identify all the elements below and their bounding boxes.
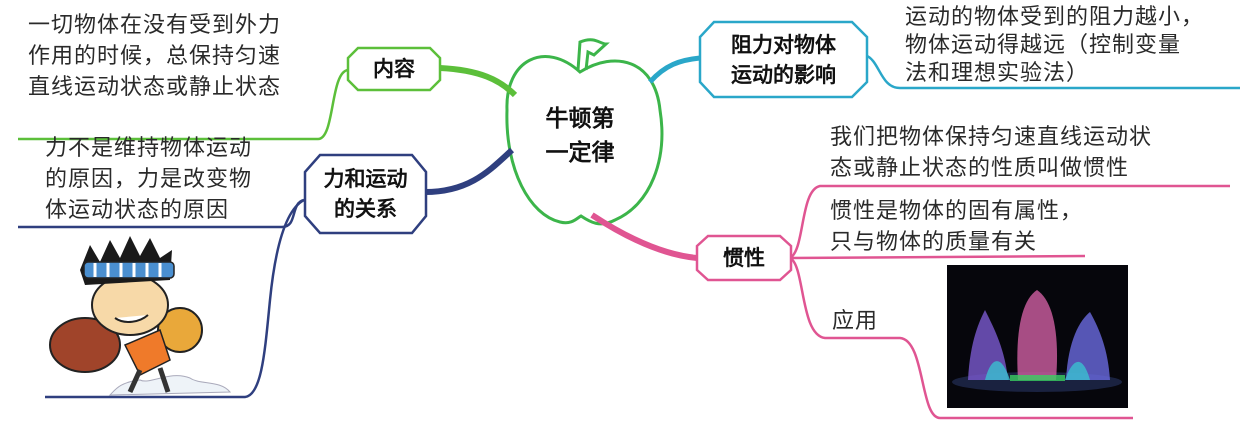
- table-tennis-player-illustration: [49, 236, 232, 396]
- text-line: 的原因，力是改变物: [45, 167, 253, 192]
- node-content: 内容: [348, 48, 440, 90]
- node-box-force-motion: [303, 153, 428, 235]
- text-line: 体运动状态的原因: [45, 198, 230, 223]
- text-line: 法和理想实验法）: [905, 61, 1090, 86]
- text-line: 一切物体在没有受到外力: [28, 13, 282, 38]
- text-line: 我们把物体保持匀速直线运动状: [830, 125, 1153, 150]
- connector-content: [18, 65, 518, 141]
- text-line: 态或静止状态的性质叫做惯性: [830, 156, 1130, 181]
- inertia-definition-text: 我们把物体保持匀速直线运动状 态或静止状态的性质叫做惯性: [830, 122, 1152, 184]
- text-line: 物体运动得越远（控制变量: [905, 33, 1182, 58]
- inertia-property-text: 惯性是物体的固有属性， 只与物体的质量有关: [830, 196, 1083, 258]
- node-label: 运动的影响: [731, 62, 836, 87]
- connector-resistance: [648, 53, 1240, 90]
- inertia-application-label: 应用: [832, 309, 879, 334]
- text-line: 作用的时候，总保持匀速: [28, 44, 282, 69]
- content-text: 一切物体在没有受到外力 作用的时候，总保持匀速 直线运动状态或静止状态: [28, 10, 281, 103]
- node-label: 惯性: [723, 246, 765, 270]
- node-label: 的关系: [334, 197, 397, 221]
- force-motion-text: 力不是维持物体运动 的原因，力是改变物 体运动状态的原因: [45, 133, 252, 226]
- central-topic-line: 牛顿第: [545, 106, 615, 132]
- text-line: 力不是维持物体运动: [45, 136, 253, 161]
- text-line: 运动的物体受到的阻力越小，: [905, 5, 1205, 30]
- node-box-resistance: [698, 20, 869, 99]
- paddle-icon: [49, 317, 121, 373]
- apple-outline: [505, 38, 664, 226]
- text-line: 惯性是物体的固有属性，: [830, 199, 1084, 224]
- central-topic: 牛顿第 一定律: [530, 102, 630, 170]
- node-label: 内容: [373, 57, 415, 81]
- text-line: 直线运动状态或静止状态: [28, 75, 282, 100]
- ball-icon: [157, 307, 203, 353]
- node-resistance: 阻力对物体 运动的影响: [700, 22, 867, 97]
- node-inertia: 惯性: [697, 236, 791, 280]
- node-box-inertia: [695, 234, 793, 282]
- central-topic-line: 一定律: [545, 140, 615, 166]
- node-force-motion: 力和运动 的关系: [305, 155, 426, 233]
- node-label: 力和运动: [323, 167, 408, 191]
- node-box-content: [346, 46, 442, 92]
- text-line: 只与物体的质量有关: [830, 230, 1038, 255]
- connector-force-motion: [18, 147, 515, 399]
- node-label: 阻力对物体: [731, 32, 836, 57]
- connector-inertia: [590, 184, 1230, 420]
- fountain-photo: [947, 265, 1128, 408]
- resistance-text: 运动的物体受到的阻力越小， 物体运动得越远（控制变量 法和理想实验法）: [905, 4, 1204, 88]
